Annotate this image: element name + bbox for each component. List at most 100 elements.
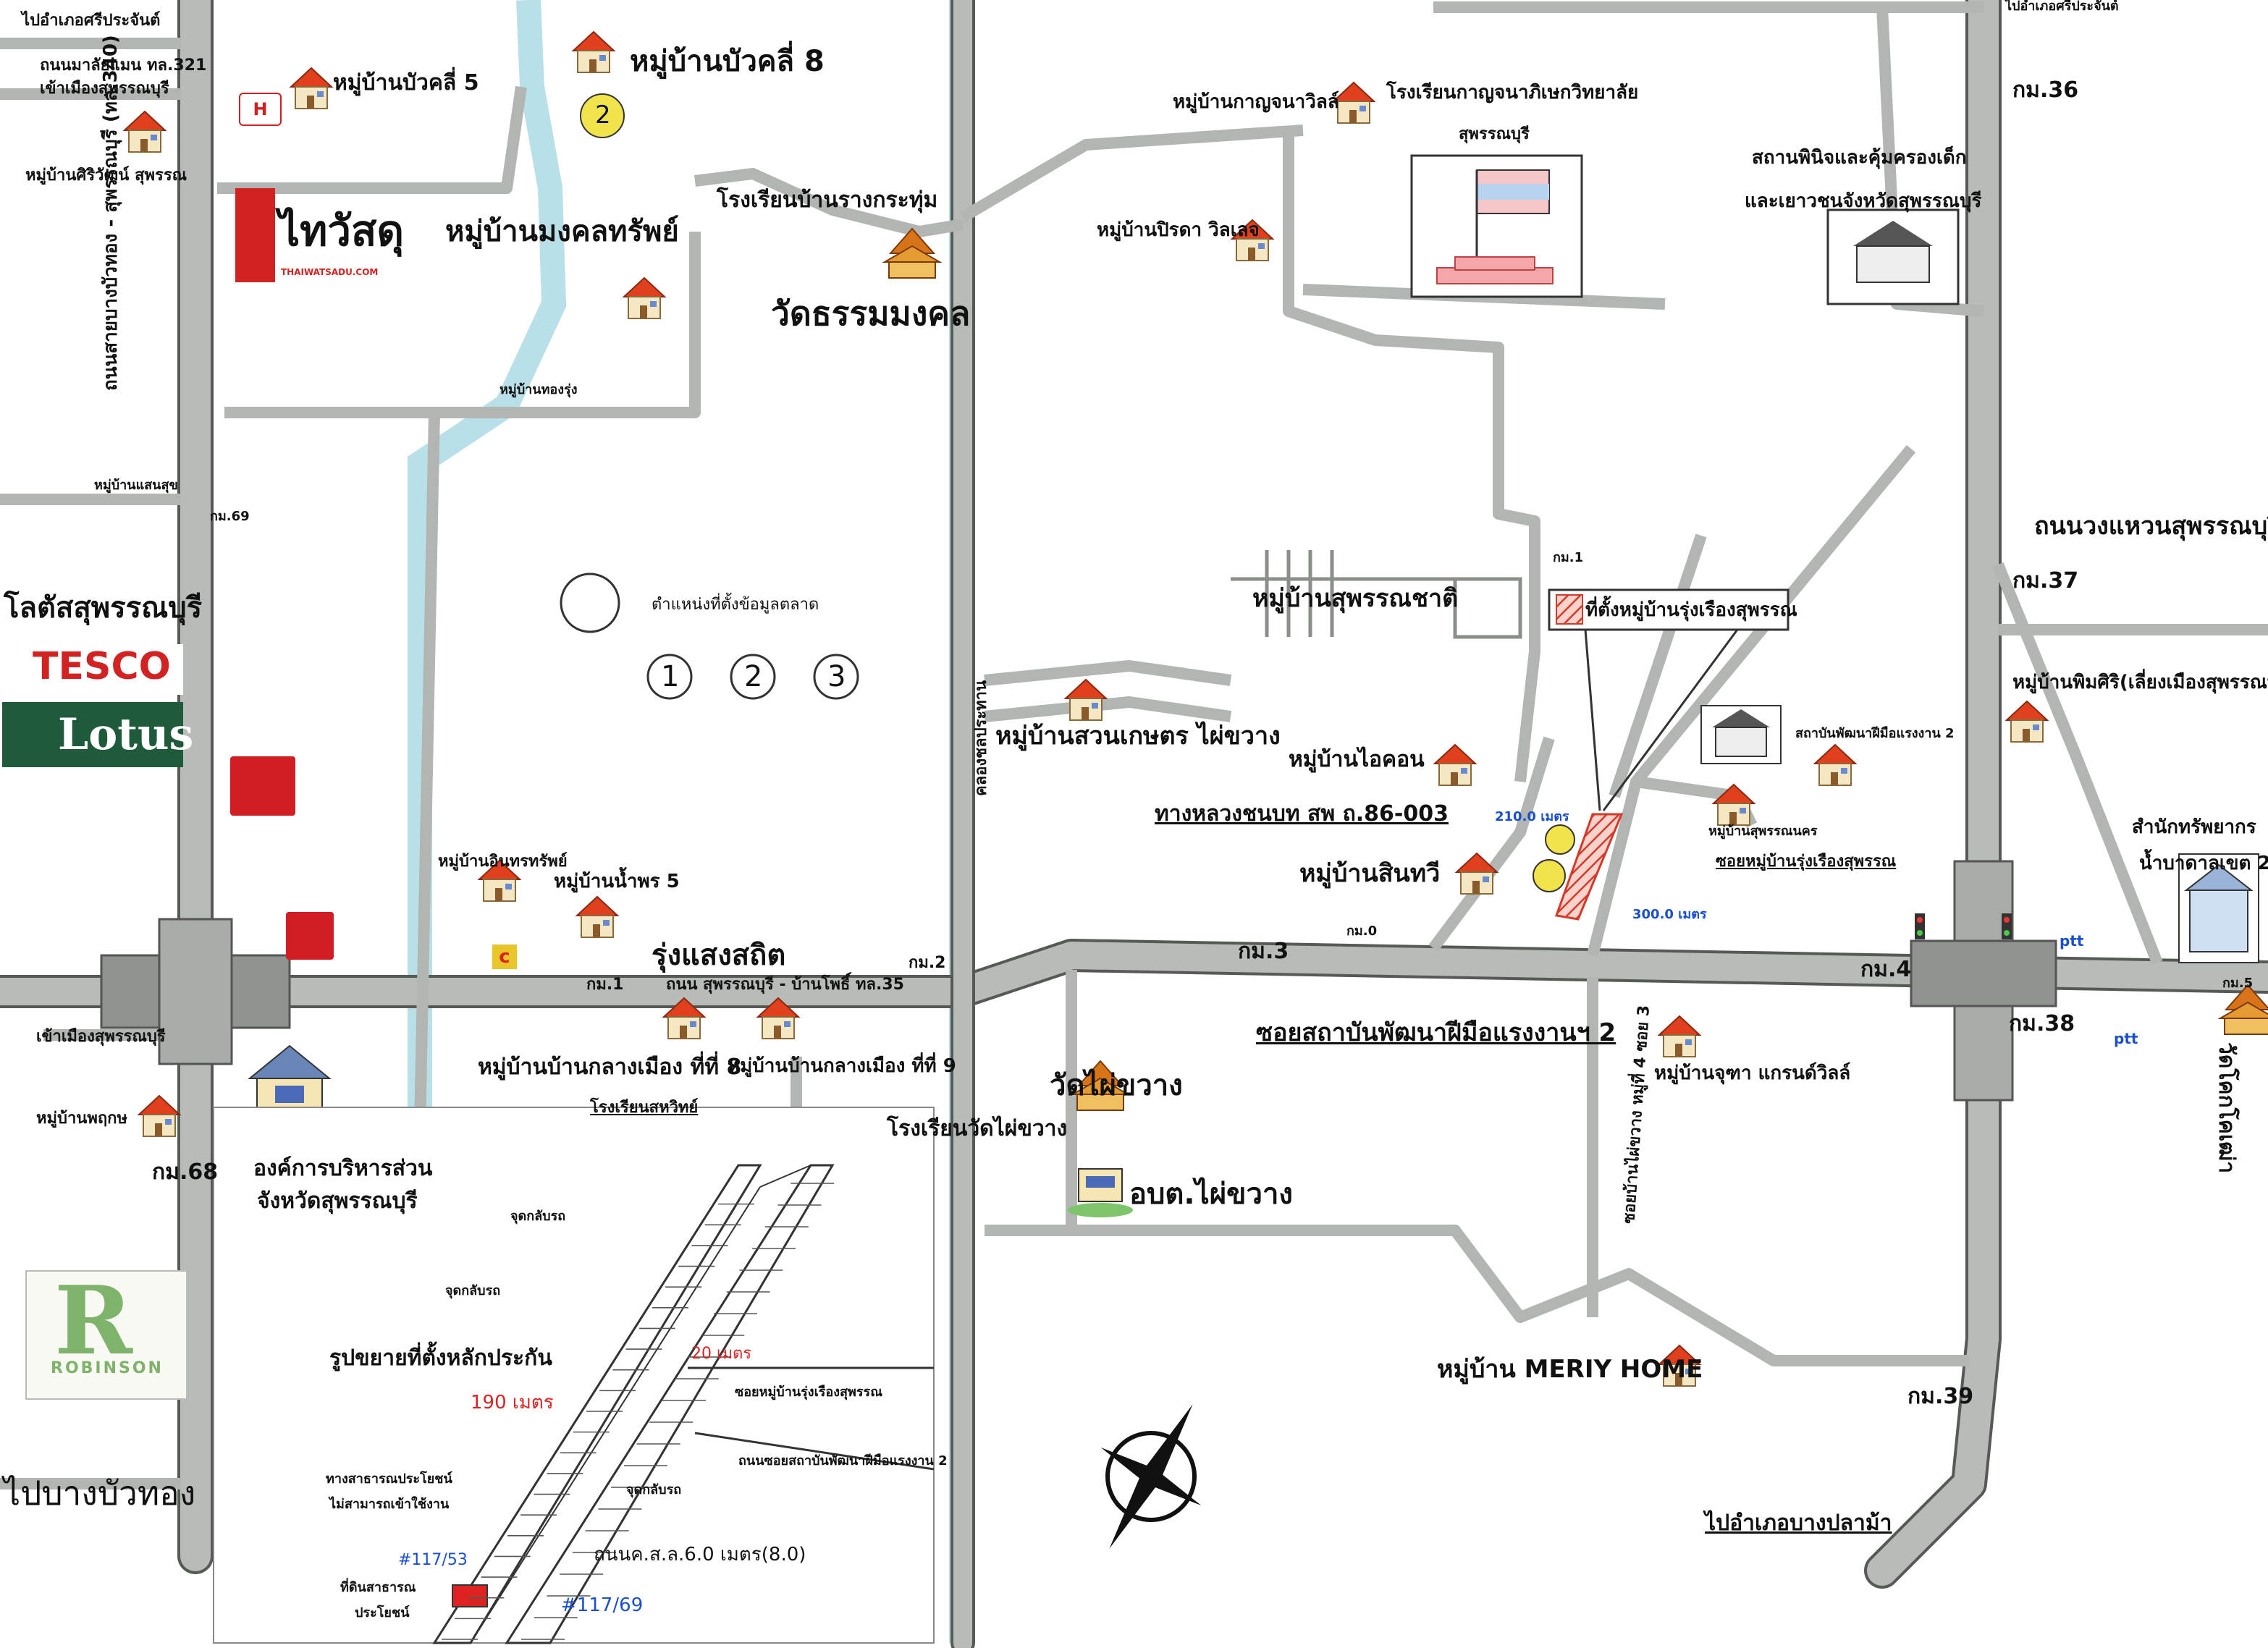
label-market-pos: ตำแหน่งที่ตั้งข้อมูลตลาด	[652, 596, 819, 614]
inset-map	[213, 1107, 935, 1644]
label-suphan-village: หมู่บ้านสุพรรณนคร	[1708, 824, 1818, 839]
label-inset-public-3: ที่ดินสาธารณ	[340, 1580, 416, 1595]
label-rungsaeng: รุ่งแสงสถิต	[652, 939, 786, 972]
intersection-left	[100, 918, 291, 1065]
label-inset-117-69: #117/69	[561, 1594, 644, 1616]
label-obt: อบต.ไผ่ขวาง	[1129, 1178, 1293, 1211]
label-ring-road: ถนนวงแหวนสุพรรณบุรี	[2034, 512, 2268, 541]
label-inset-public-4: ประโยชน์	[355, 1605, 410, 1620]
label-to-bangplama: ไปอำเภอบางปลาม้า	[1705, 1510, 1892, 1536]
robinson-r: R	[54, 1265, 133, 1376]
label-wat-phaikhwang: วัดไผ่ขวาง	[1050, 1069, 1183, 1102]
school-flag-building	[1410, 154, 1583, 298]
label-into-suphan-bottom: เข้าเมืองสุพรรณบุรี	[36, 1028, 166, 1046]
honda-dealer-logo	[286, 912, 334, 960]
label-rural-road: ทางหลวงชนบท สพ ถ.86-003	[1155, 801, 1449, 827]
label-soi-institute: ซอยสถาบันพัฒนาฝีมือแรงงานฯ 2	[1256, 1018, 1616, 1047]
label-kanchana-school-2: สุพรรณบุรี	[1459, 125, 1530, 143]
label-km1-right: กม.1	[1553, 550, 1584, 565]
obt-building	[1068, 1168, 1133, 1217]
label-km39: กม.39	[1907, 1384, 1974, 1409]
label-dist-210: 210.0 เมตร	[1495, 809, 1569, 824]
label-phimsiri: หมู่บ้านพิมศิริ(เลี่ยงเมืองสุพรรณบุรี)	[2012, 672, 2268, 693]
label-buakhli8: หมู่บ้านบัวคลี่ 8	[630, 45, 825, 78]
intersection-right	[1910, 860, 2057, 1102]
water-office-building	[2178, 853, 2259, 963]
canal	[408, 0, 567, 1129]
label-hw-340: ถนนสายบางบัวทอง - สุพรรณบุรี (ทล.340)	[100, 35, 122, 391]
label-km36: กม.36	[2012, 77, 2079, 103]
label-lotus: โลตัสสุพรรณบุรี	[4, 591, 203, 625]
label-into-suphan-top: เข้าเมืองสุพรรณบุรี	[40, 80, 169, 98]
label-kaset: หมู่บ้านสวนเกษตร ไผ่ขวาง	[995, 722, 1281, 751]
label-inset-turn-1: จุดกลับรถ	[510, 1209, 566, 1224]
label-inset-190: 190 เมตร	[471, 1392, 554, 1414]
label-km3: กม.3	[1238, 939, 1289, 964]
label-km5: กม.5	[2222, 976, 2254, 991]
label-to-bangbuathong: ไปบางบัวทอง	[4, 1474, 196, 1513]
label-road-321: ถนนมาลัยแมน ทล.321	[40, 56, 207, 75]
label-km0: กม.0	[1346, 924, 1378, 939]
label-km4: กม.4	[1860, 957, 1912, 982]
label-inset-soi-2: ถนนซอยสถาบันพัฒนาฝีมือแรงงาน 2	[738, 1453, 948, 1469]
village-lanes	[1231, 550, 1522, 639]
label-ban-saensuk: หมู่บ้านแสนสุข	[94, 478, 178, 493]
label-dept-skills: สถาบันพัฒนาฝีมือแรงงาน 2	[1795, 726, 1955, 741]
label-n3: 3	[827, 660, 846, 693]
label-kanchana-village: หมู่บ้านกาญจนาวิลล์	[1173, 91, 1339, 113]
label-marker-2: 2	[595, 101, 611, 130]
child-center-building	[1826, 208, 1960, 305]
hino-logo	[230, 756, 295, 816]
label-child-center: สถานพินิจและคุ้มครองเด็ก	[1752, 147, 1967, 169]
label-inset-turn-2: จุดกลับรถ	[445, 1283, 501, 1298]
lotus-text: Lotus	[58, 709, 194, 760]
ptt-logo-2: ptt	[2114, 1030, 2138, 1047]
label-ban-inthasap: หมู่บ้านอินทรทรัพย์	[438, 853, 568, 871]
lotus-logo	[2, 702, 183, 767]
label-mongkhonsap: หมู่บ้านมงคลทรัพย์	[445, 215, 679, 248]
label-siriwan: หมู่บ้านศิริวัฒน์ สุพรรณ	[25, 166, 187, 185]
label-ban-klangmueang8: หมู่บ้านบ้านกลางเมือง ที่ที่ 8	[478, 1055, 742, 1080]
label-wat-right: วัดโคกโคเฒ่า	[2214, 1042, 2239, 1174]
label-khwan-village: หมู่บ้านจุฑา แกรนด์วิลล์	[1654, 1062, 1851, 1084]
label-km1-left: กม.1	[586, 976, 624, 994]
label-inset-road: ถนนค.ส.ล.6.0 เมตร(8.0)	[594, 1544, 806, 1565]
c-logo: c	[492, 945, 517, 969]
label-n1: 1	[661, 660, 680, 693]
label-inset-20: 20 เมตร	[691, 1345, 752, 1363]
label-oborjor: องค์การบริหารส่วน	[253, 1156, 433, 1181]
label-buakhli5: หมู่บ้านบัวคลี่ 5	[333, 70, 479, 96]
label-ban-namphon5: หมู่บ้านน้ำพร 5	[554, 871, 680, 892]
label-km2: กม.2	[909, 954, 946, 972]
label-pirada: หมู่บ้านปิรดา วิลเลจ	[1097, 219, 1260, 241]
label-inset-public-2: ไม่สามารถเข้าใช้งาน	[329, 1497, 450, 1512]
compass-rose	[1100, 1404, 1202, 1549]
label-ban-thongrung: หมู่บ้านทองรุ่ง	[499, 382, 578, 397]
inset-lot-lines	[442, 1183, 835, 1640]
label-revenue: สำนักทรัพยากร	[2132, 816, 2256, 838]
label-km37: กม.37	[2012, 568, 2079, 593]
thaiwatsadu-label: ไทวัสดุ	[279, 206, 405, 255]
minor-roads	[0, 1, 2268, 1489]
label-dist-300: 300.0 เมตร	[1632, 907, 1707, 922]
compass-n-label: N	[1140, 1464, 1155, 1486]
ptt-logo-1: ptt	[2060, 932, 2084, 950]
project-site-parcel	[1554, 813, 1624, 921]
label-child-center-2: และเยาวชนจังหวัดสุพรรณบุรี	[1745, 190, 1982, 212]
label-wat-thammamongkhon: วัดธรรมมงคล	[771, 294, 971, 333]
label-soi-rungrueang: ซอยหมู่บ้านรุ่งเรืองสุพรรณ	[1716, 853, 1897, 871]
label-revenue-2: น้ำบาดาลเขต 2	[2139, 853, 2268, 874]
market-markers	[560, 572, 859, 700]
tesco-text: TESCO	[33, 645, 171, 688]
label-school-bangkrachum: โรงเรียนบ้านรางกระทุ่ม	[717, 187, 938, 213]
thaiwatsadu-url: THAIWATSADU.COM	[281, 267, 379, 277]
label-km38: กม.38	[2009, 1011, 2075, 1036]
project-site-callout	[1548, 588, 1789, 811]
label-canal: คลองชลประทาน	[972, 680, 990, 796]
label-kanchana-school: โรงเรียนกาญจนาภิเษกวิทยาลัย	[1386, 82, 1639, 103]
label-oborjor-2: จังหวัดสุพรรณบุรี	[257, 1188, 418, 1214]
label-inset-public: ทางสาธารณประโยชน์	[326, 1471, 452, 1487]
skills-institute-building	[1700, 705, 1782, 764]
